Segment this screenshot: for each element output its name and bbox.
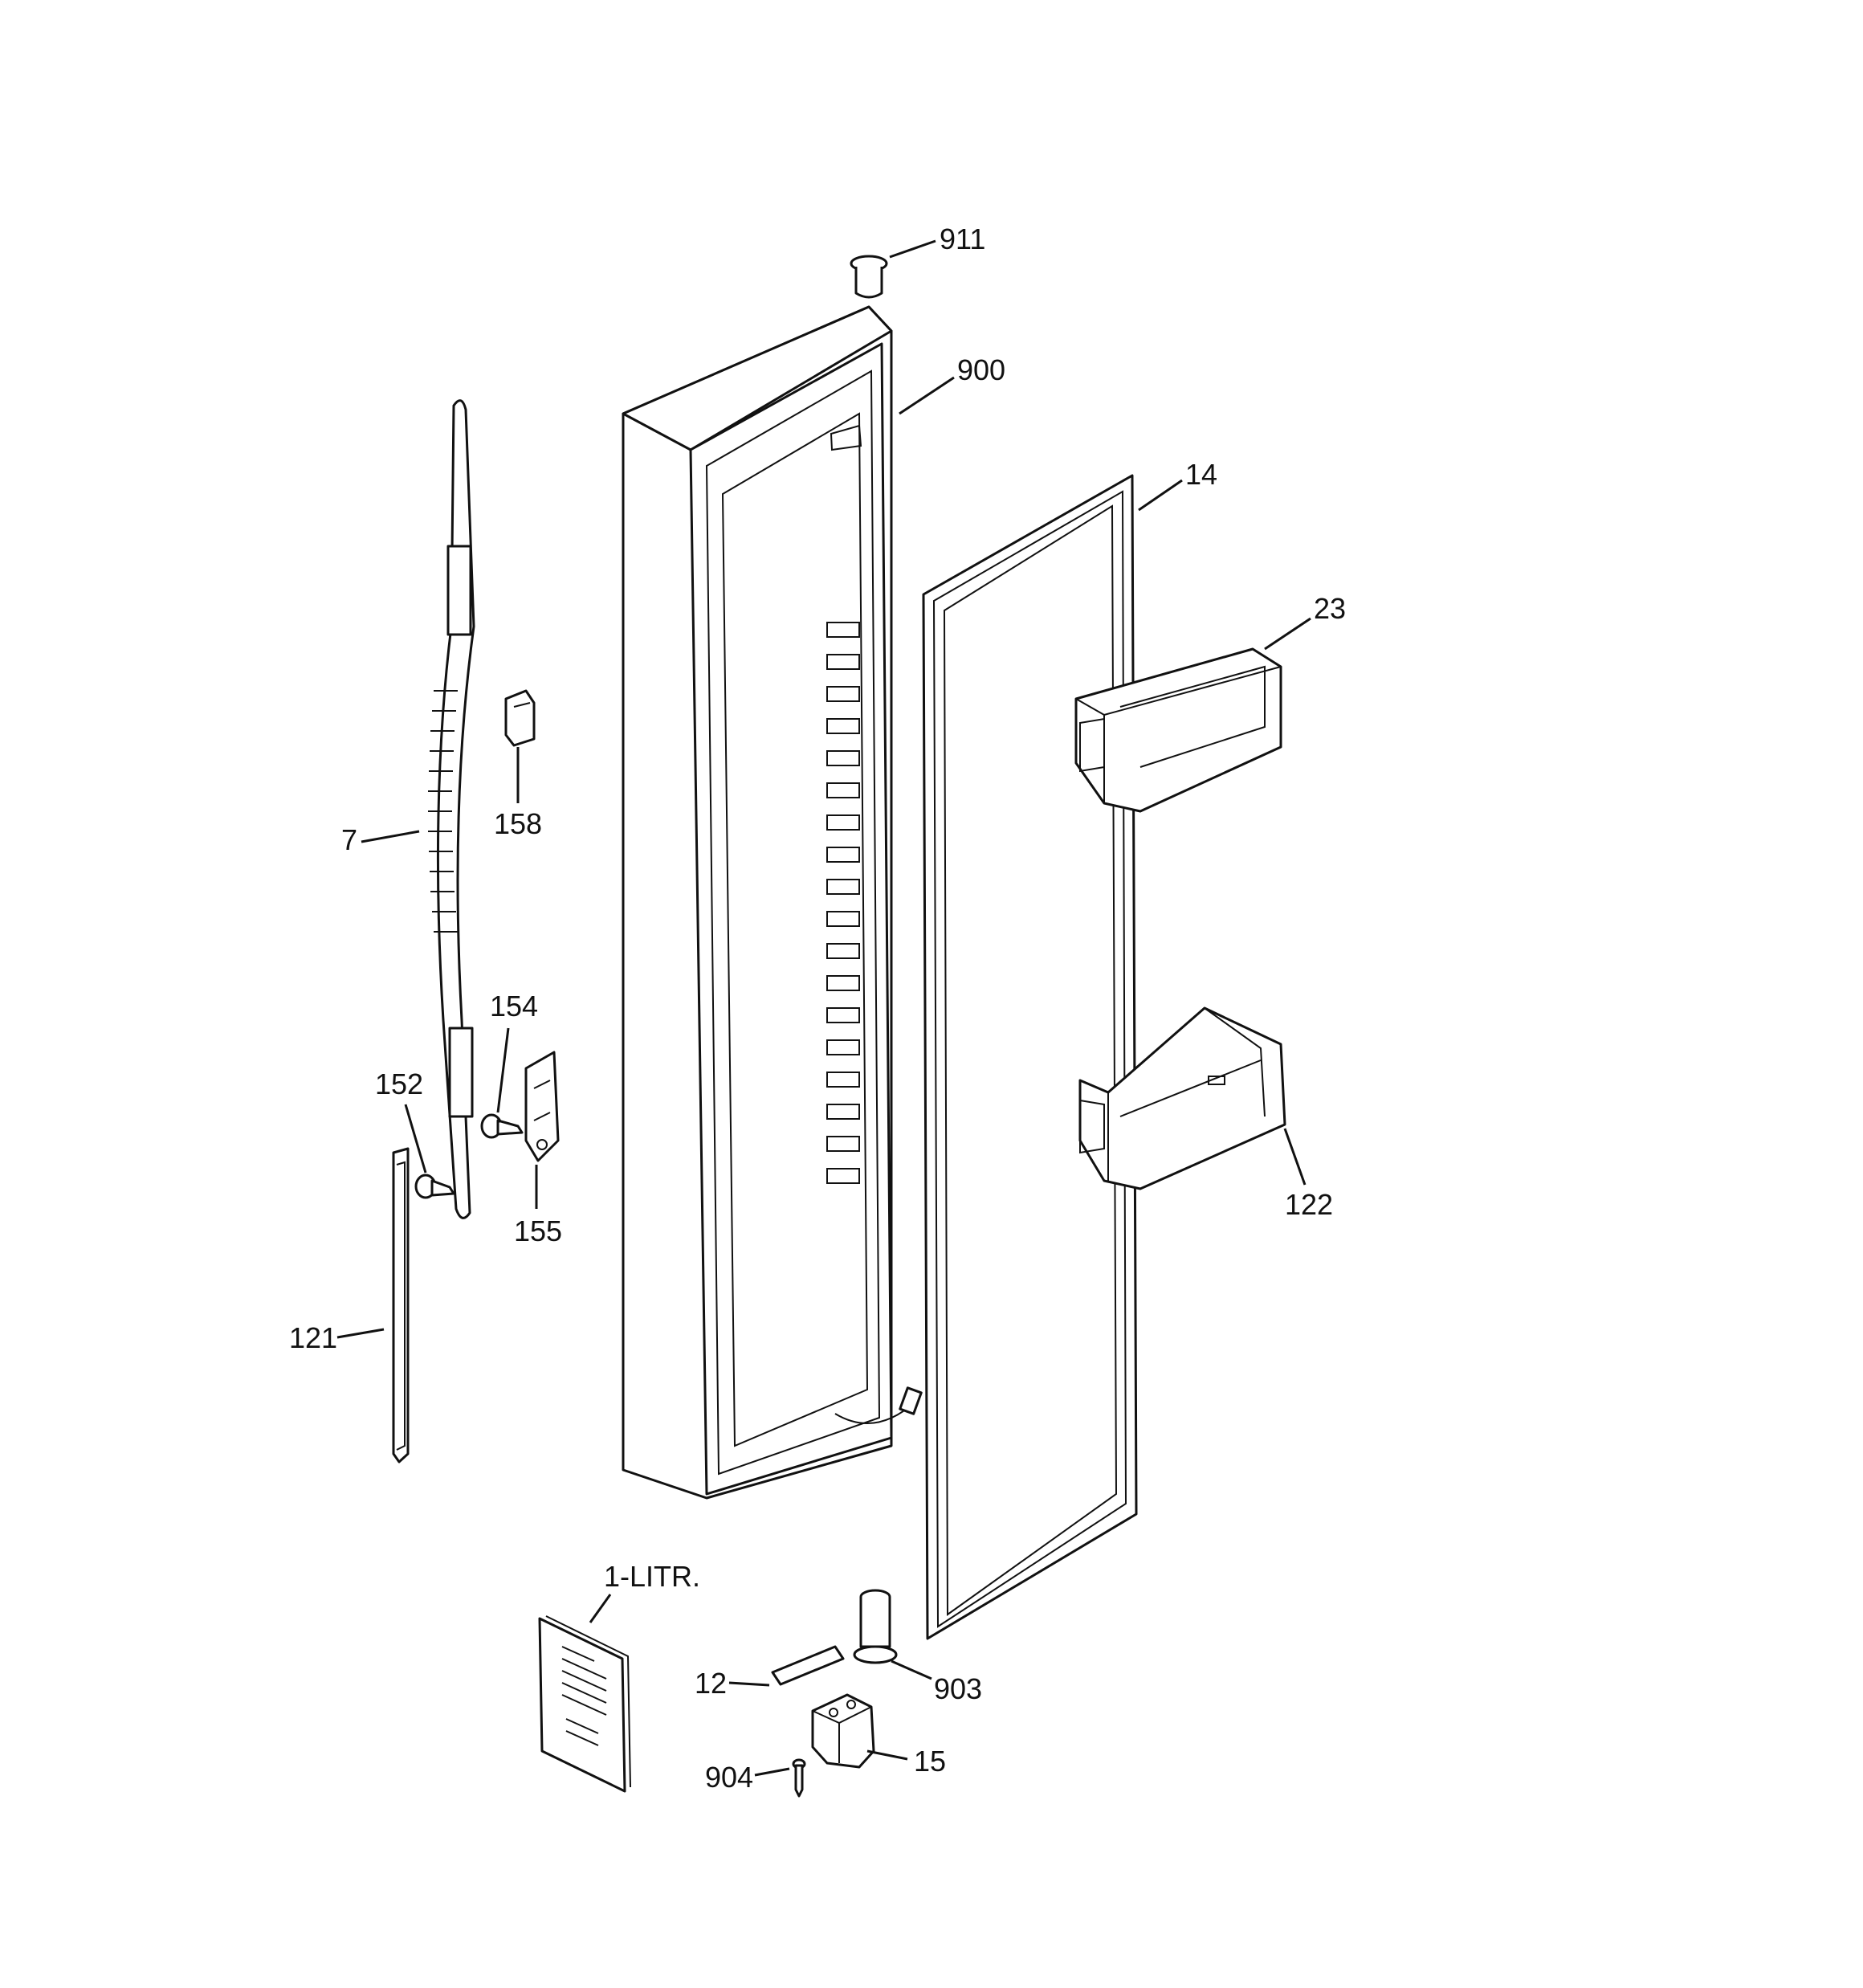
callout-14: 14 [1185,458,1217,491]
callout-911: 911 [940,222,985,255]
door-shelf-supports [826,622,860,1184]
part-122-door-bin [1078,1006,1286,1190]
part-15-hinge [811,1693,875,1769]
part-158-clip [504,689,536,747]
callout-23: 23 [1314,592,1346,625]
part-154-screw [480,1113,524,1139]
callout-158: 158 [494,807,542,840]
callout-154: 154 [490,990,538,1023]
part-152-screw [414,1174,455,1199]
part-121-trim [392,1147,410,1463]
callout-152: 152 [375,1067,423,1100]
callout-155: 155 [514,1214,562,1247]
callout-900: 900 [957,353,1005,386]
callout-903: 903 [934,1672,982,1705]
leader-lines [336,239,1311,1777]
callout-904: 904 [705,1761,753,1794]
callout-7: 7 [341,823,357,856]
part-23-door-bin [1074,647,1282,813]
callout-15: 15 [914,1745,946,1778]
part-911-bushing [850,255,888,299]
part-14-gasket [922,474,1138,1640]
callout-121: 121 [289,1321,337,1354]
callout-12: 12 [695,1667,727,1700]
part-900-door-assembly [622,305,923,1500]
callout-122: 122 [1285,1188,1333,1221]
part-155-bracket [524,1051,560,1162]
callout-labels: 911 900 14 23 7 158 154 152 155 122 121 … [289,222,1346,1794]
part-903-pin [853,1589,898,1664]
part-904-screw [792,1758,806,1798]
callout-1-litr: 1-LITR. [604,1560,700,1593]
part-12-shim [771,1645,845,1686]
part-1-literature [538,1615,631,1793]
part-7-handle [428,399,475,1219]
